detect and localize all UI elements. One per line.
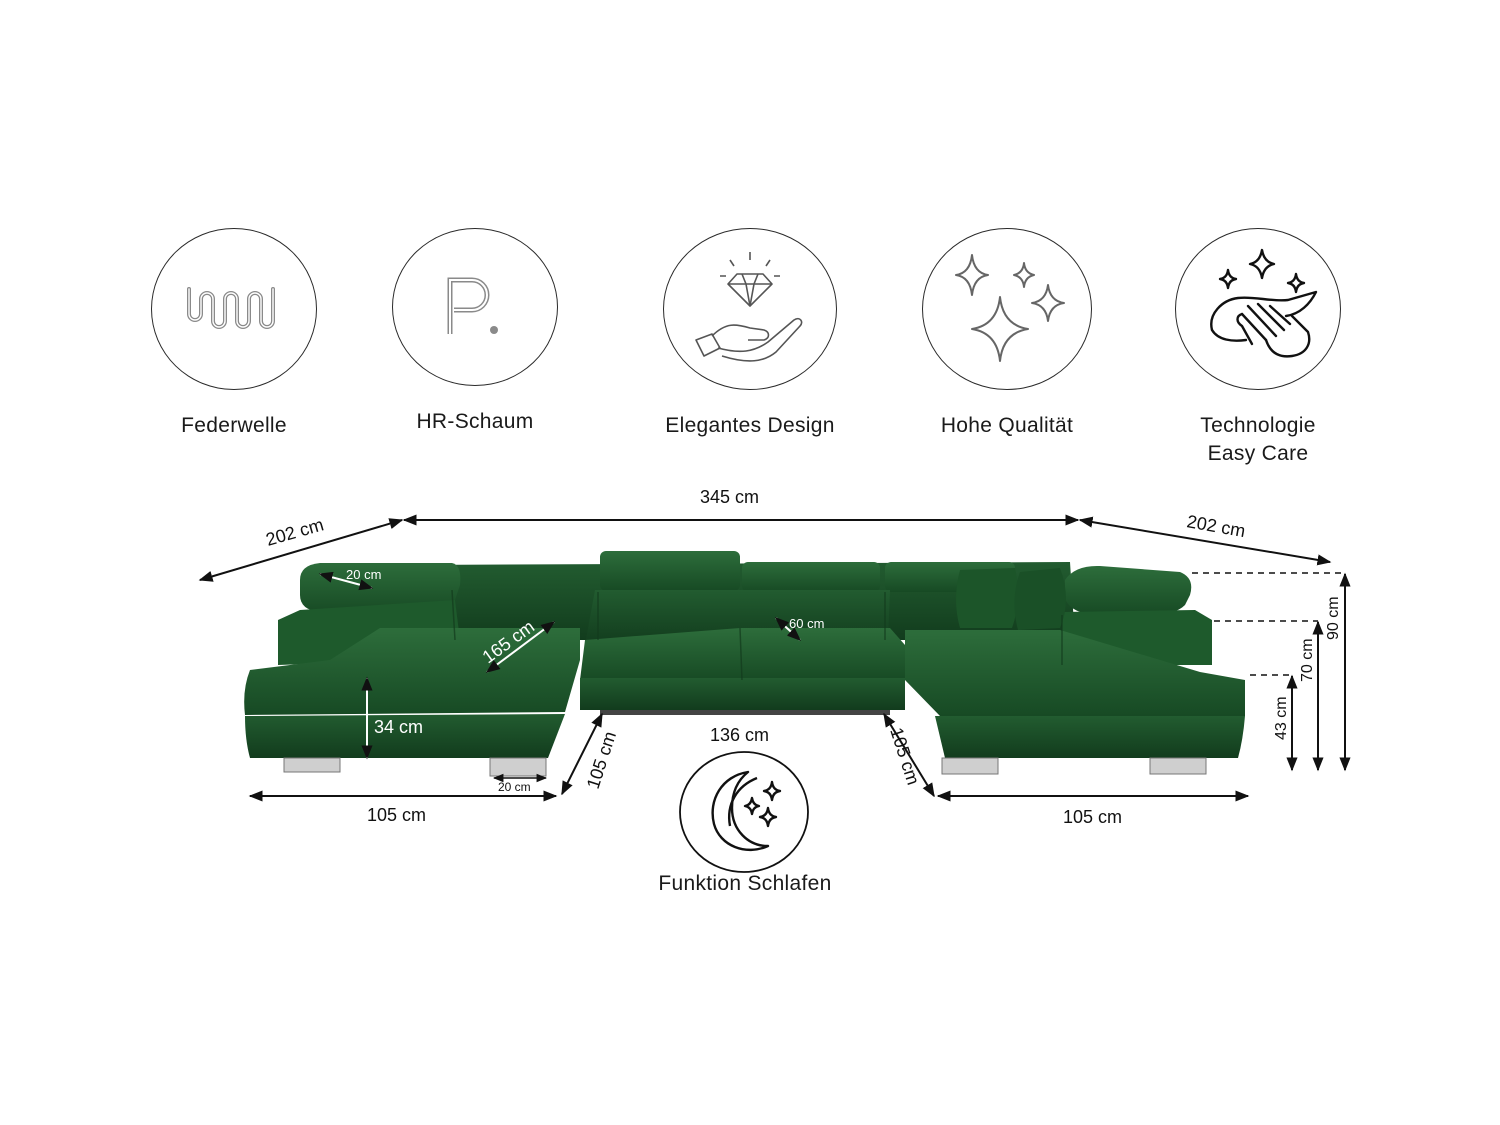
feature-label: Technologie Easy Care (1200, 414, 1316, 465)
dim-label-right-depth: 202 cm (1185, 511, 1247, 541)
dim-label-height-max: 90 cm (1325, 596, 1342, 640)
dim-label-arm-height: 34 cm (374, 717, 423, 737)
letter-p-icon (447, 277, 498, 334)
feature-federwelle: Federwelle (104, 228, 364, 440)
dim-line-left-depth (198, 518, 404, 582)
dim-label-right-width: 105 cm (1063, 807, 1122, 827)
sparkles-icon (955, 254, 1065, 362)
feature-circle (151, 228, 317, 390)
spring-wave-icon (187, 287, 275, 329)
dim-label-leg: 20 cm (498, 780, 531, 794)
feature-label: Federwelle (181, 414, 287, 437)
feature-circle (922, 228, 1092, 390)
feature-easy-care: Technologie Easy Care (1128, 228, 1388, 468)
dim-label-left-inner: 105 cm (583, 729, 620, 791)
dim-label-left-width: 105 cm (367, 805, 426, 825)
middle-seat (580, 628, 905, 680)
right-headrest (1064, 565, 1192, 615)
feature-circle (1175, 228, 1341, 390)
dim-label-middle-width: 136 cm (710, 725, 769, 745)
wiping-hand-icon (1210, 248, 1318, 358)
feature-label: Hohe Qualität (940, 414, 1074, 437)
feature-elegantes-design: Elegantes Design (620, 228, 880, 440)
leg (283, 757, 341, 773)
dim-line-right-inner (883, 712, 935, 798)
moon-stars-icon (711, 770, 782, 851)
feature-hohe-qualitaet: Hohe Qualität (877, 228, 1137, 440)
dim-label-right-inner: 105 cm (886, 725, 923, 787)
dim-line-headrest (318, 571, 374, 591)
dim-line-backrest (774, 617, 802, 641)
diamond-hand-icon (695, 252, 803, 362)
dim-label-backrest: 60 cm (789, 616, 824, 631)
pillow-icon (956, 568, 1018, 628)
middle-headrest-left (600, 551, 740, 591)
dim-line-lounger (485, 621, 556, 673)
sleep-function-badge (679, 751, 809, 873)
dim-line-right-depth (1078, 516, 1332, 566)
feature-hr-schaum: HR-Schaum (345, 228, 605, 436)
dimension-lines (198, 514, 1351, 802)
dim-label-total-width: 345 cm (700, 487, 759, 507)
dim-label-height-back: 70 cm (1299, 638, 1316, 682)
dim-label-height-seat: 43 cm (1273, 696, 1290, 740)
leg (1149, 757, 1207, 775)
middle-headrest-center (742, 562, 880, 592)
feature-label: Elegantes Design (665, 414, 835, 437)
feature-label: HR-Schaum (416, 410, 534, 433)
sleep-function-label: Funktion Schlafen (658, 872, 832, 895)
leg (489, 757, 547, 777)
pillow-icon (1014, 568, 1066, 630)
dim-label-headrest: 20 cm (346, 567, 381, 582)
feature-circle (663, 228, 837, 390)
dim-line-left-inner (561, 712, 603, 796)
feature-circle (392, 228, 558, 386)
right-lounger (905, 630, 1245, 716)
leg (941, 757, 999, 775)
